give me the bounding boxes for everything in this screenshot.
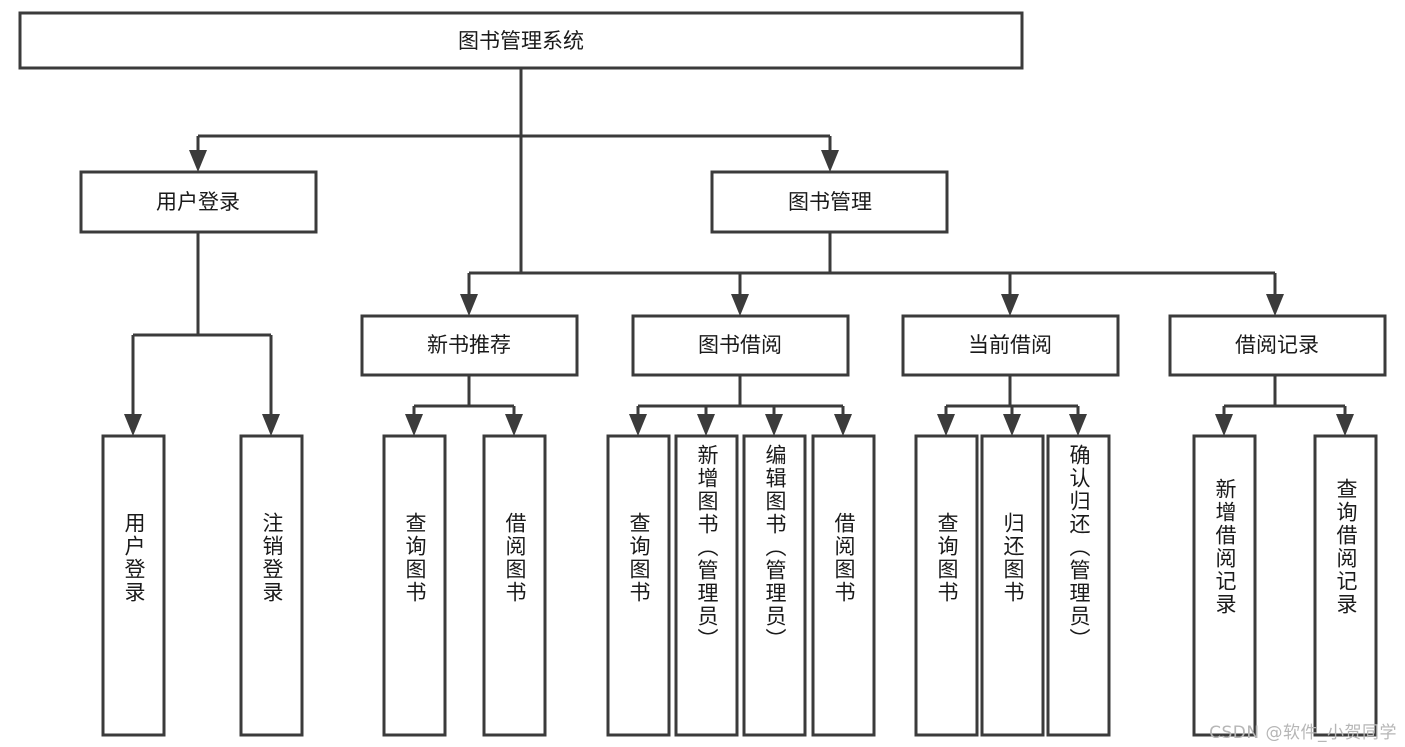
node-leaf-record-add[interactable] — [1192, 434, 1257, 737]
node-current-borrow-label: 当前借阅 — [968, 333, 1052, 357]
node-leaf-user-login[interactable] — [101, 434, 166, 737]
node-leaf-record-query[interactable] — [1313, 434, 1378, 737]
node-new-book-rec-label: 新书推荐 — [427, 333, 511, 357]
arrow-icon-to-current-borrow — [1001, 294, 1019, 316]
arrow-icon-to-borrow-record — [1266, 294, 1284, 316]
node-book-manage-label: 图书管理 — [788, 190, 872, 214]
node-layer: 图书管理系统 用户登录 图书管理 新书推荐 图书借阅 当前借阅 借阅记录 — [18, 11, 1387, 737]
arrow-icon-to-leaf-borrow-borrow-book — [834, 414, 852, 436]
node-leaf-current-query-book[interactable] — [914, 434, 979, 737]
arrow-icon-to-leaf-current-query-book — [937, 414, 955, 436]
arrow-icon-to-leaf-rec-borrow-book — [505, 414, 523, 436]
arrow-icon-to-leaf-borrow-query-book — [629, 414, 647, 436]
node-leaf-user-logout[interactable] — [239, 434, 304, 737]
connector-layer — [124, 68, 1354, 436]
node-leaf-borrow-edit-book[interactable] — [742, 434, 807, 737]
arrow-icon-to-leaf-borrow-edit-book — [765, 414, 783, 436]
node-leaf-rec-query-book[interactable] — [382, 434, 447, 737]
arrow-icon-to-leaf-record-query — [1336, 414, 1354, 436]
node-leaf-current-confirm-return[interactable] — [1046, 434, 1111, 737]
watermark: CSDN @软件_小贺同学 — [1209, 723, 1397, 743]
node-book-manage[interactable] — [710, 170, 949, 234]
node-root-label: 图书管理系统 — [458, 29, 584, 53]
node-leaf-current-return-book[interactable] — [980, 434, 1045, 737]
arrow-icon-to-user-login — [189, 150, 207, 172]
arrow-icon-to-leaf-record-add — [1215, 414, 1233, 436]
node-leaf-rec-borrow-book[interactable] — [482, 434, 547, 737]
node-leaf-borrow-borrow-book[interactable] — [811, 434, 876, 737]
arrow-icon-to-new-book-rec — [460, 294, 478, 316]
arrow-icon-to-leaf-current-return-book — [1003, 414, 1021, 436]
arrow-icon-to-book-borrow — [731, 294, 749, 316]
node-current-borrow[interactable] — [901, 314, 1120, 377]
arrow-icon-to-leaf-current-confirm-return — [1069, 414, 1087, 436]
node-leaf-borrow-query-book[interactable] — [606, 434, 671, 737]
arrow-icon-to-leaf-borrow-add-book — [697, 414, 715, 436]
node-new-book-rec[interactable] — [360, 314, 579, 377]
node-borrow-record-label: 借阅记录 — [1235, 333, 1319, 357]
arrow-icon-to-leaf-user-logout — [262, 414, 280, 436]
arrow-icon-to-leaf-user-login — [124, 414, 142, 436]
node-leaf-borrow-add-book[interactable] — [674, 434, 739, 737]
node-user-login[interactable] — [79, 170, 318, 234]
arrow-icon-to-leaf-rec-query-book — [405, 414, 423, 436]
node-borrow-record[interactable] — [1168, 314, 1387, 377]
node-user-login-label: 用户登录 — [156, 190, 240, 214]
node-book-borrow[interactable] — [631, 314, 850, 377]
node-book-borrow-label: 图书借阅 — [698, 333, 782, 357]
arrow-icon-to-book-manage — [821, 150, 839, 172]
node-root[interactable] — [18, 11, 1024, 70]
